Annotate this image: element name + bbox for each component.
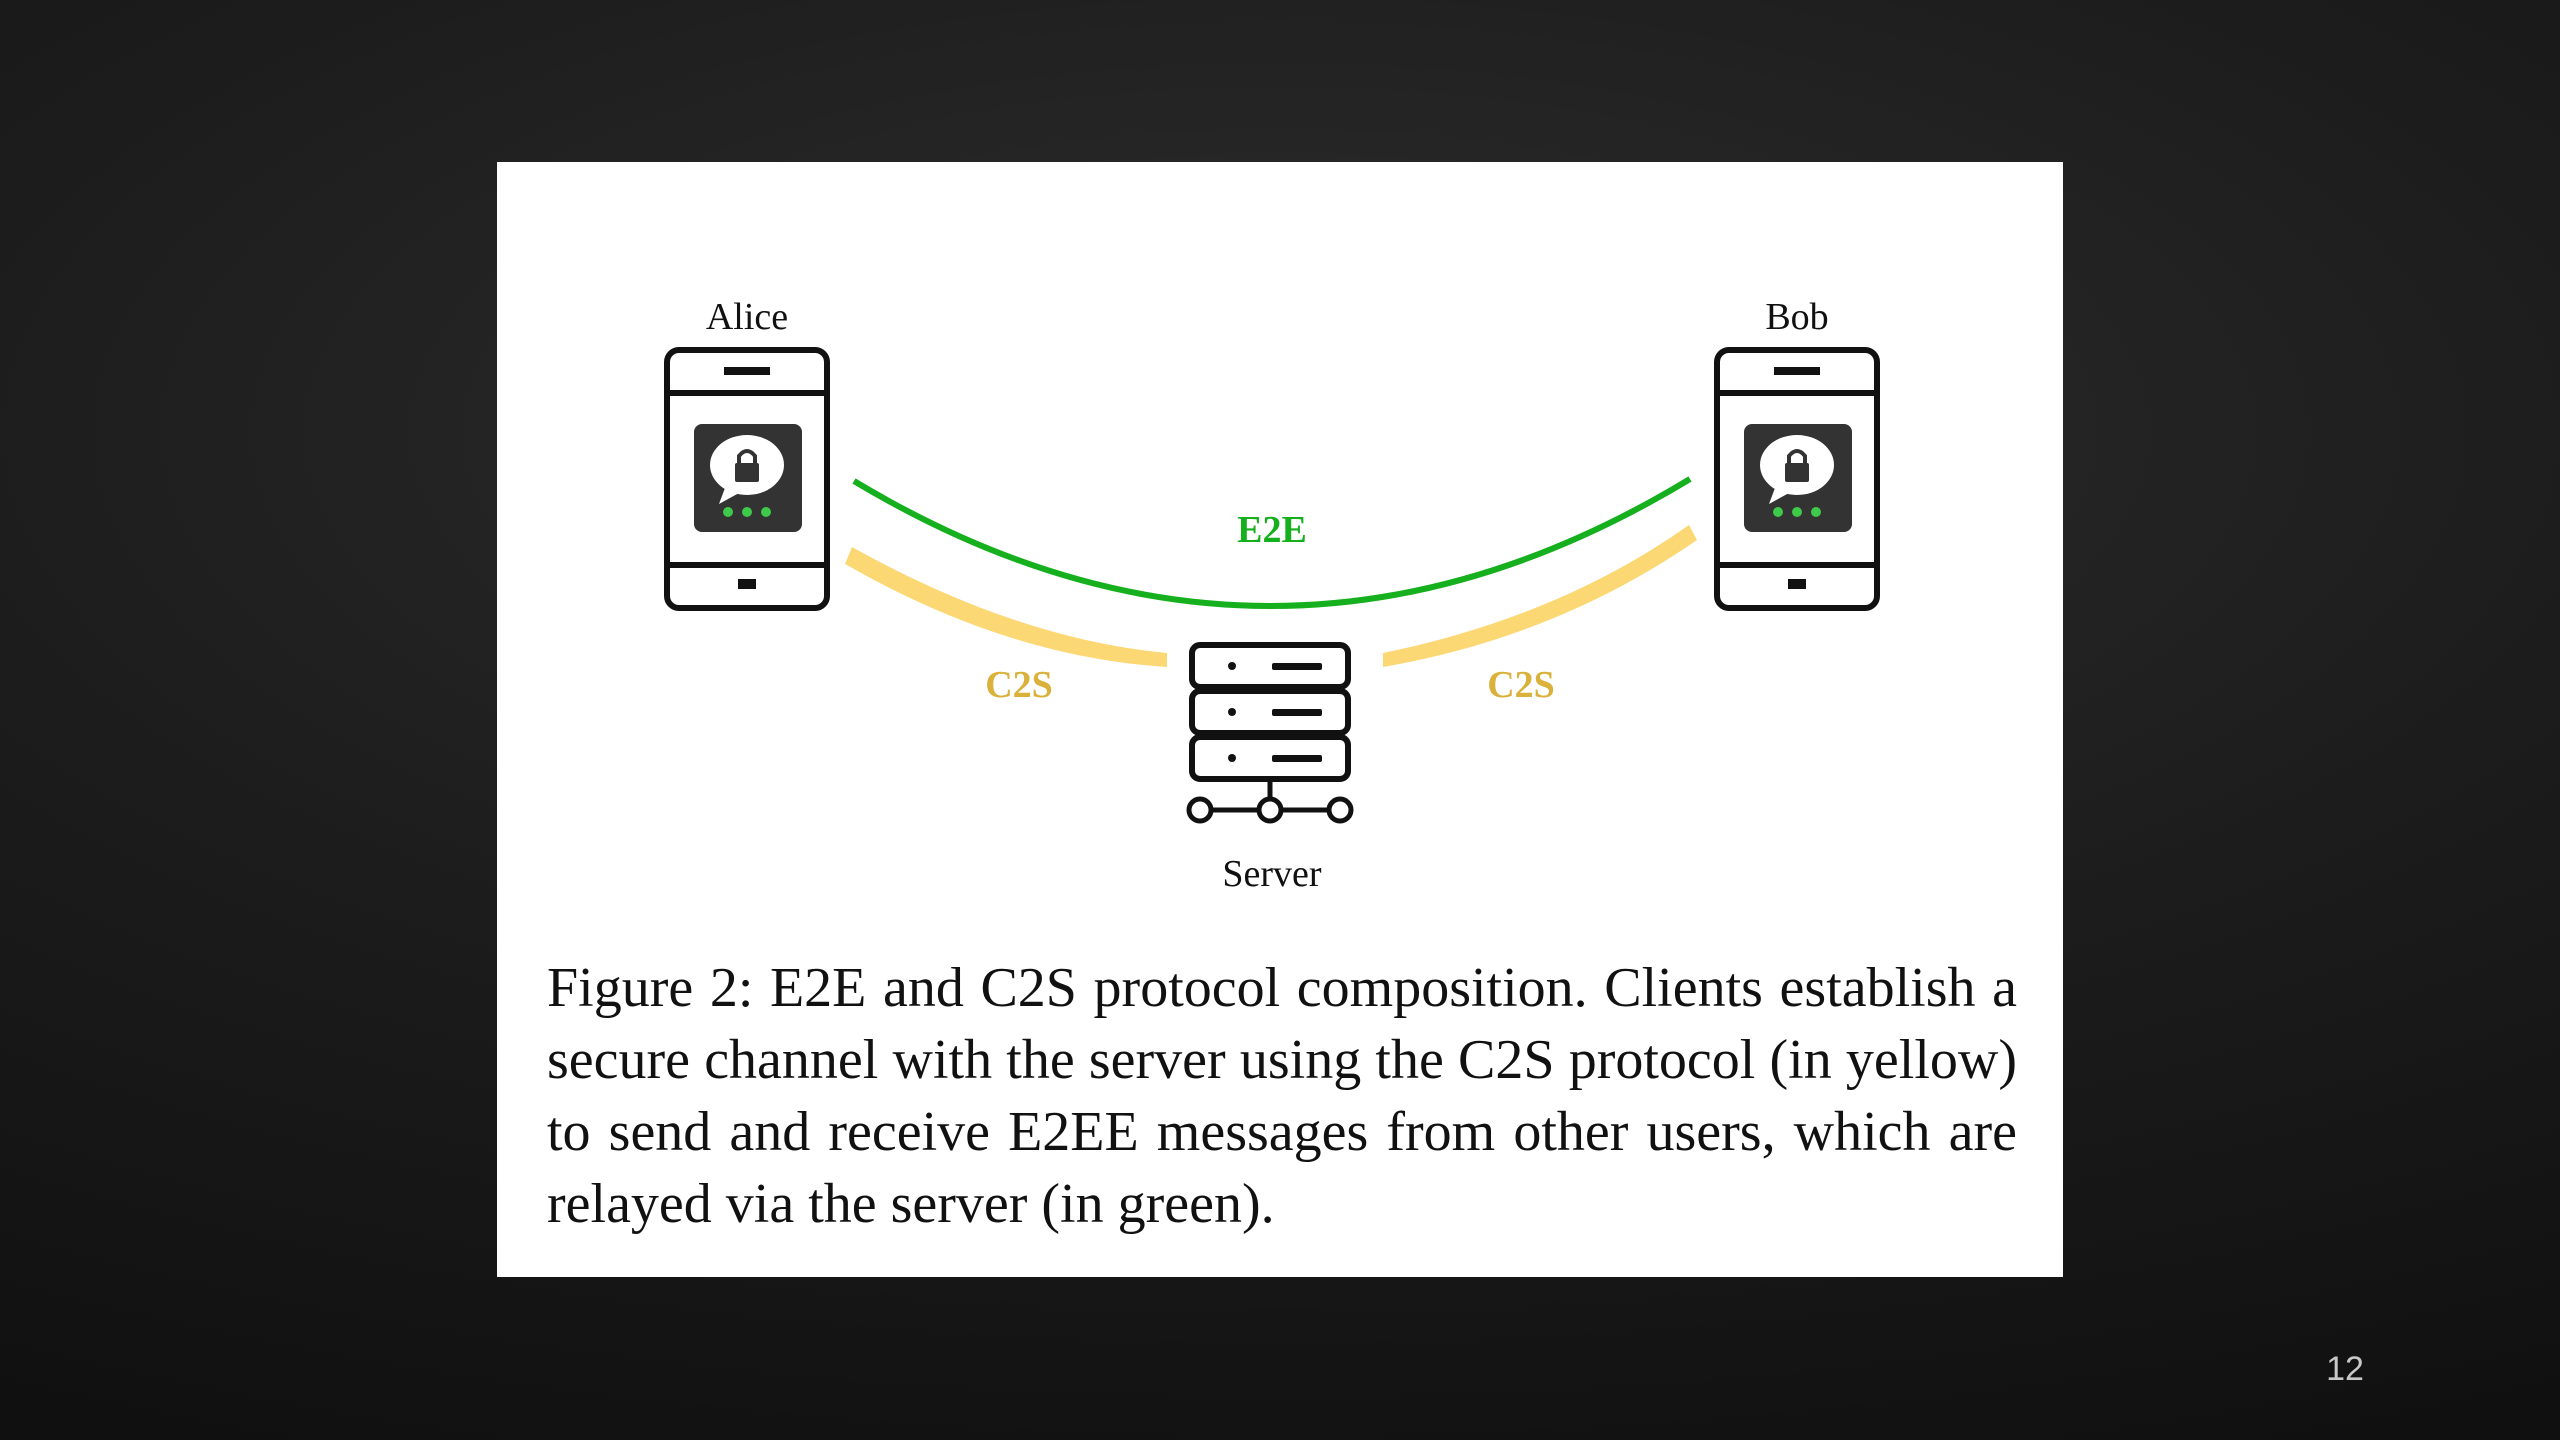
alice-chat-lock-icon <box>694 424 802 532</box>
figure-caption: Figure 2: E2E and C2S protocol compositi… <box>547 957 2017 1235</box>
protocol-diagram: E2E C2S C2S Alice Bob <box>664 296 1880 895</box>
e2e-channel <box>852 476 1692 609</box>
server-label: Server <box>1222 853 1322 895</box>
bob-phone-icon <box>1714 347 1880 611</box>
bob-label: Bob <box>1765 296 1828 338</box>
bob-chat-lock-icon <box>1744 424 1852 532</box>
alice-phone-icon <box>664 347 830 611</box>
c2s-channel-left <box>845 547 1167 667</box>
c2s-label-left: C2S <box>985 664 1053 706</box>
figure-panel: E2E C2S C2S Alice Bob <box>497 162 2063 1277</box>
server-icon <box>1186 642 1354 824</box>
e2e-label: E2E <box>1237 509 1307 551</box>
c2s-channel-right <box>1383 525 1697 667</box>
slide-page-number: 12 <box>2326 1350 2364 1388</box>
c2s-label-right: C2S <box>1487 664 1555 706</box>
alice-label: Alice <box>706 296 788 338</box>
